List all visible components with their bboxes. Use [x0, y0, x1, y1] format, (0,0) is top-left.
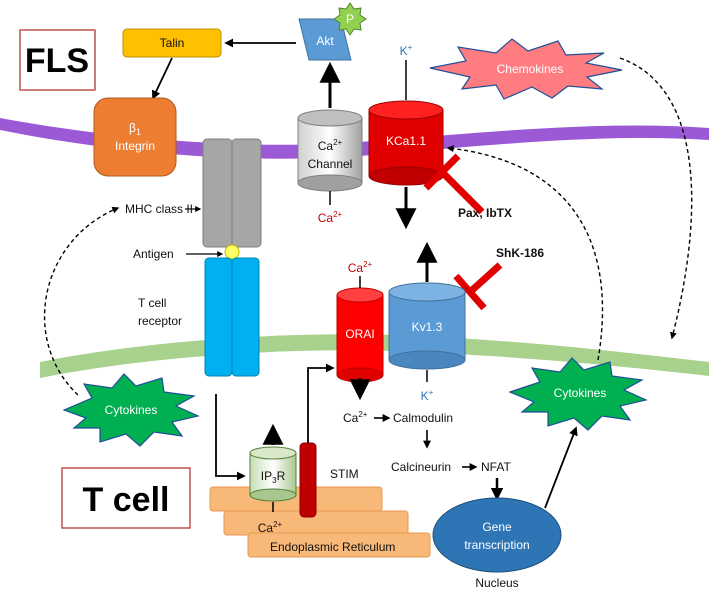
k-ion-2: K — [421, 389, 429, 403]
cytokine-to-mhc-arrow — [43, 206, 120, 396]
kca-body — [368, 109, 444, 177]
k-sup-2: + — [429, 388, 434, 397]
ip3r-sub: 3 — [272, 476, 277, 485]
ca-channel-label-2: Channel — [308, 157, 353, 171]
cytokines-right-starburst — [508, 357, 648, 431]
kv13-bottom — [388, 350, 466, 370]
kv13-top — [388, 282, 466, 302]
kv13-k-ion: K+ — [421, 388, 434, 403]
ca-ion-1: Ca — [318, 211, 334, 225]
gene-label-1: Gene — [482, 520, 512, 534]
stim-label: STIM — [330, 467, 359, 481]
integrin-sub: 1 — [136, 127, 141, 137]
gene-to-cytokines-arrow — [544, 426, 578, 509]
ca-ion-4: Ca — [258, 521, 274, 535]
tcr-left — [204, 257, 233, 377]
integrin-box — [93, 97, 177, 177]
tcr-to-ip3r-arrow — [215, 394, 246, 481]
tcell-label: T cell — [83, 481, 170, 519]
antigen-dot — [224, 244, 240, 260]
cytokines-left-label: Cytokines — [105, 403, 158, 417]
ip3r-label: IP3R — [261, 469, 286, 485]
ca-channel-bottom — [297, 174, 363, 192]
orai-label: ORAI — [345, 327, 374, 341]
ip3r-top — [249, 446, 297, 460]
talin-label: Talin — [160, 36, 185, 50]
cytokines-right-label: Cytokines — [554, 386, 607, 400]
shk-label: ShK-186 — [496, 246, 544, 260]
orai-body — [336, 294, 384, 376]
k-sup-1: + — [408, 43, 413, 52]
shk-blocker-stem — [467, 262, 503, 295]
shk-blocker-bar — [453, 273, 487, 311]
stim-bar — [299, 442, 317, 518]
fls-label-box — [19, 29, 96, 91]
ca-channel-ion: Ca2+ — [318, 210, 343, 225]
phospho-label: P — [346, 12, 354, 26]
tcr-label-2: receptor — [138, 314, 182, 328]
pax-blocker-stem — [439, 169, 485, 215]
k-ion-1: K — [400, 44, 408, 58]
ca-sup-3: 2+ — [358, 410, 367, 419]
er-label: Endoplasmic Reticulum — [270, 540, 395, 554]
chemokines-to-tcell-arrow — [619, 57, 693, 340]
ip3r-body — [249, 452, 297, 496]
phospho-star — [333, 2, 367, 36]
kca-top — [368, 100, 444, 120]
kca-k-ion: K+ — [400, 43, 413, 58]
fls-membrane — [0, 118, 709, 159]
mhc-label: MHC class II — [125, 202, 193, 216]
nfat-label: NFAT — [481, 460, 511, 474]
kv13-body — [388, 291, 466, 361]
ca-ion-3: Ca — [343, 411, 359, 425]
calmodulin-label: Calmodulin — [393, 411, 453, 425]
kv13-label: Kv1.3 — [412, 320, 443, 334]
ca-sup-1: 2+ — [333, 210, 342, 219]
ip3r-ca-ion: Ca2+ — [258, 520, 283, 535]
gene-label-2: transcription — [464, 538, 529, 552]
fls-label: FLS — [25, 42, 89, 80]
tcr-right — [231, 257, 260, 377]
ca-channel-top — [297, 109, 363, 127]
tcell-label-box — [61, 467, 191, 529]
talin-box — [122, 28, 222, 58]
ip3r-r: R — [277, 469, 286, 483]
pax-ibtx-label: Pax, IbTX — [458, 206, 512, 220]
mhc-left — [202, 138, 233, 248]
akt-shape — [298, 18, 352, 61]
er-layer-3 — [247, 532, 431, 558]
ca-ion-2: Ca — [348, 261, 364, 275]
calcineurin-label: Calcineurin — [391, 460, 451, 474]
tcr-label-1: T cell — [138, 296, 166, 310]
talin-to-integrin-arrow — [152, 57, 173, 100]
orai-ca-ion: Ca2+ — [348, 260, 373, 275]
ca-sup-2: 2+ — [363, 260, 372, 269]
akt-label: Akt — [316, 34, 334, 48]
antigen-label: Antigen — [133, 247, 174, 261]
chemokines-starburst — [429, 38, 623, 100]
kca-label: KCa1.1 — [386, 134, 426, 148]
ca-channel-label-1: Ca2+ — [318, 138, 343, 153]
ca-channel-body — [297, 117, 363, 184]
cytokines-to-kca-arrow — [446, 145, 604, 361]
pax-blocker-bar — [423, 153, 461, 191]
ca-channel-sup: 2+ — [333, 138, 342, 147]
stim-to-orai-arrow — [307, 363, 335, 443]
cytokines-left-starburst — [62, 373, 200, 447]
nucleus-ellipse — [432, 497, 562, 573]
integrin-label-2: Integrin — [115, 139, 155, 153]
ip3r-ip: IP — [261, 469, 272, 483]
ca-sup-4: 2+ — [273, 520, 282, 529]
integrin-label: β1 — [129, 121, 141, 137]
orai-top — [336, 287, 384, 303]
integrin-beta: β — [129, 121, 136, 135]
ip3r-bottom — [249, 488, 297, 502]
chemokines-label: Chemokines — [497, 62, 564, 76]
mhc-right — [231, 138, 262, 248]
cascade-ca-ion: Ca2+ — [343, 410, 368, 425]
nucleus-label: Nucleus — [475, 576, 518, 590]
ca-channel-ca: Ca — [318, 139, 334, 153]
